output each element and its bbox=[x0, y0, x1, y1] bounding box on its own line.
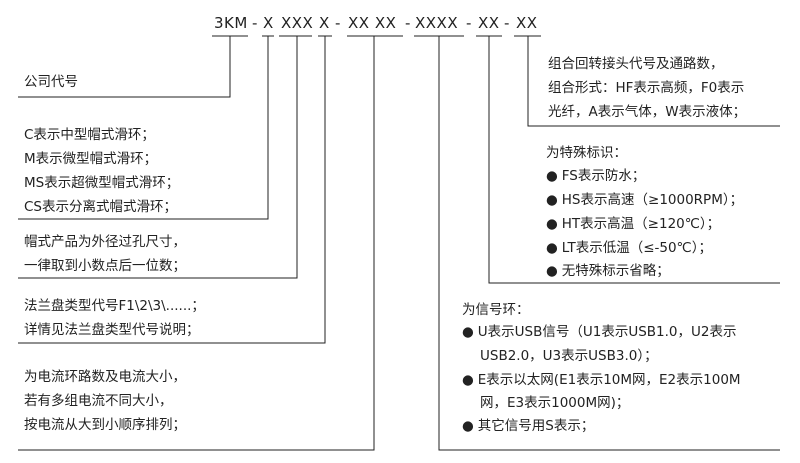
code-dash: - bbox=[252, 14, 258, 32]
signal-line: 其它信号用S表示； bbox=[462, 414, 595, 438]
special-item: HT表示高温（≥120℃）； bbox=[546, 212, 720, 236]
current-line: 为电流环路数及电流大小， bbox=[24, 369, 186, 385]
code-dash: - bbox=[335, 14, 341, 32]
size-line: 帽式产品为外径过孔尺寸， bbox=[24, 234, 186, 250]
signal-title: 为信号环： bbox=[462, 302, 530, 318]
size-line: 一律取到小数点后一位数； bbox=[24, 258, 186, 274]
code-dash: - bbox=[466, 14, 472, 32]
combo-line: 组合回转接头代号及通路数， bbox=[548, 56, 724, 72]
type-line: CS表示分离式帽式滑环； bbox=[24, 199, 177, 215]
company-label: 公司代号 bbox=[24, 74, 78, 90]
signal-line: U表示USB信号（U1表示USB1.0，U2表示 bbox=[462, 320, 737, 344]
code-size: XXX bbox=[281, 14, 314, 32]
code-special: XX bbox=[478, 14, 500, 32]
combo-line: 组合形式：HF表示高频，F0表示 bbox=[548, 80, 745, 96]
type-line: M表示微型帽式滑环； bbox=[24, 151, 158, 167]
special-item: HS表示高速（≥1000RPM）； bbox=[546, 188, 743, 212]
code-company: 3KM bbox=[214, 14, 248, 32]
special-item: LT表示低温（≤-50℃）； bbox=[546, 236, 712, 260]
code-current: XX XX bbox=[348, 14, 397, 32]
type-line: C表示中型帽式滑环； bbox=[24, 127, 155, 143]
special-item: 无特殊标示省略； bbox=[546, 259, 670, 283]
signal-line: 网，E3表示1000M网)； bbox=[480, 395, 630, 411]
code-signal: XXXX bbox=[415, 14, 459, 32]
current-line: 若有多组电流不同大小， bbox=[24, 393, 173, 409]
flange-line: 法兰盘类型代号F1\2\3\......； bbox=[24, 298, 205, 314]
code-dash: - bbox=[504, 14, 510, 32]
code-flange: X bbox=[319, 14, 330, 32]
special-title: 为特殊标识： bbox=[546, 145, 627, 161]
combo-line: 光纤，A表示气体，W表示液体； bbox=[548, 104, 747, 120]
flange-line: 详情见法兰盘类型代号说明； bbox=[24, 322, 200, 338]
code-type: X bbox=[263, 14, 274, 32]
type-line: MS表示超微型帽式滑环； bbox=[24, 175, 180, 191]
code-combo: XX bbox=[516, 14, 538, 32]
current-line: 按电流从大到小顺序排列； bbox=[24, 417, 186, 433]
signal-line: E表示以太网(E1表示10M网，E2表示100M bbox=[462, 368, 741, 392]
signal-line: USB2.0，U3表示USB3.0）； bbox=[480, 348, 658, 364]
special-item: FS表示防水； bbox=[546, 164, 646, 188]
code-dash: - bbox=[405, 14, 411, 32]
